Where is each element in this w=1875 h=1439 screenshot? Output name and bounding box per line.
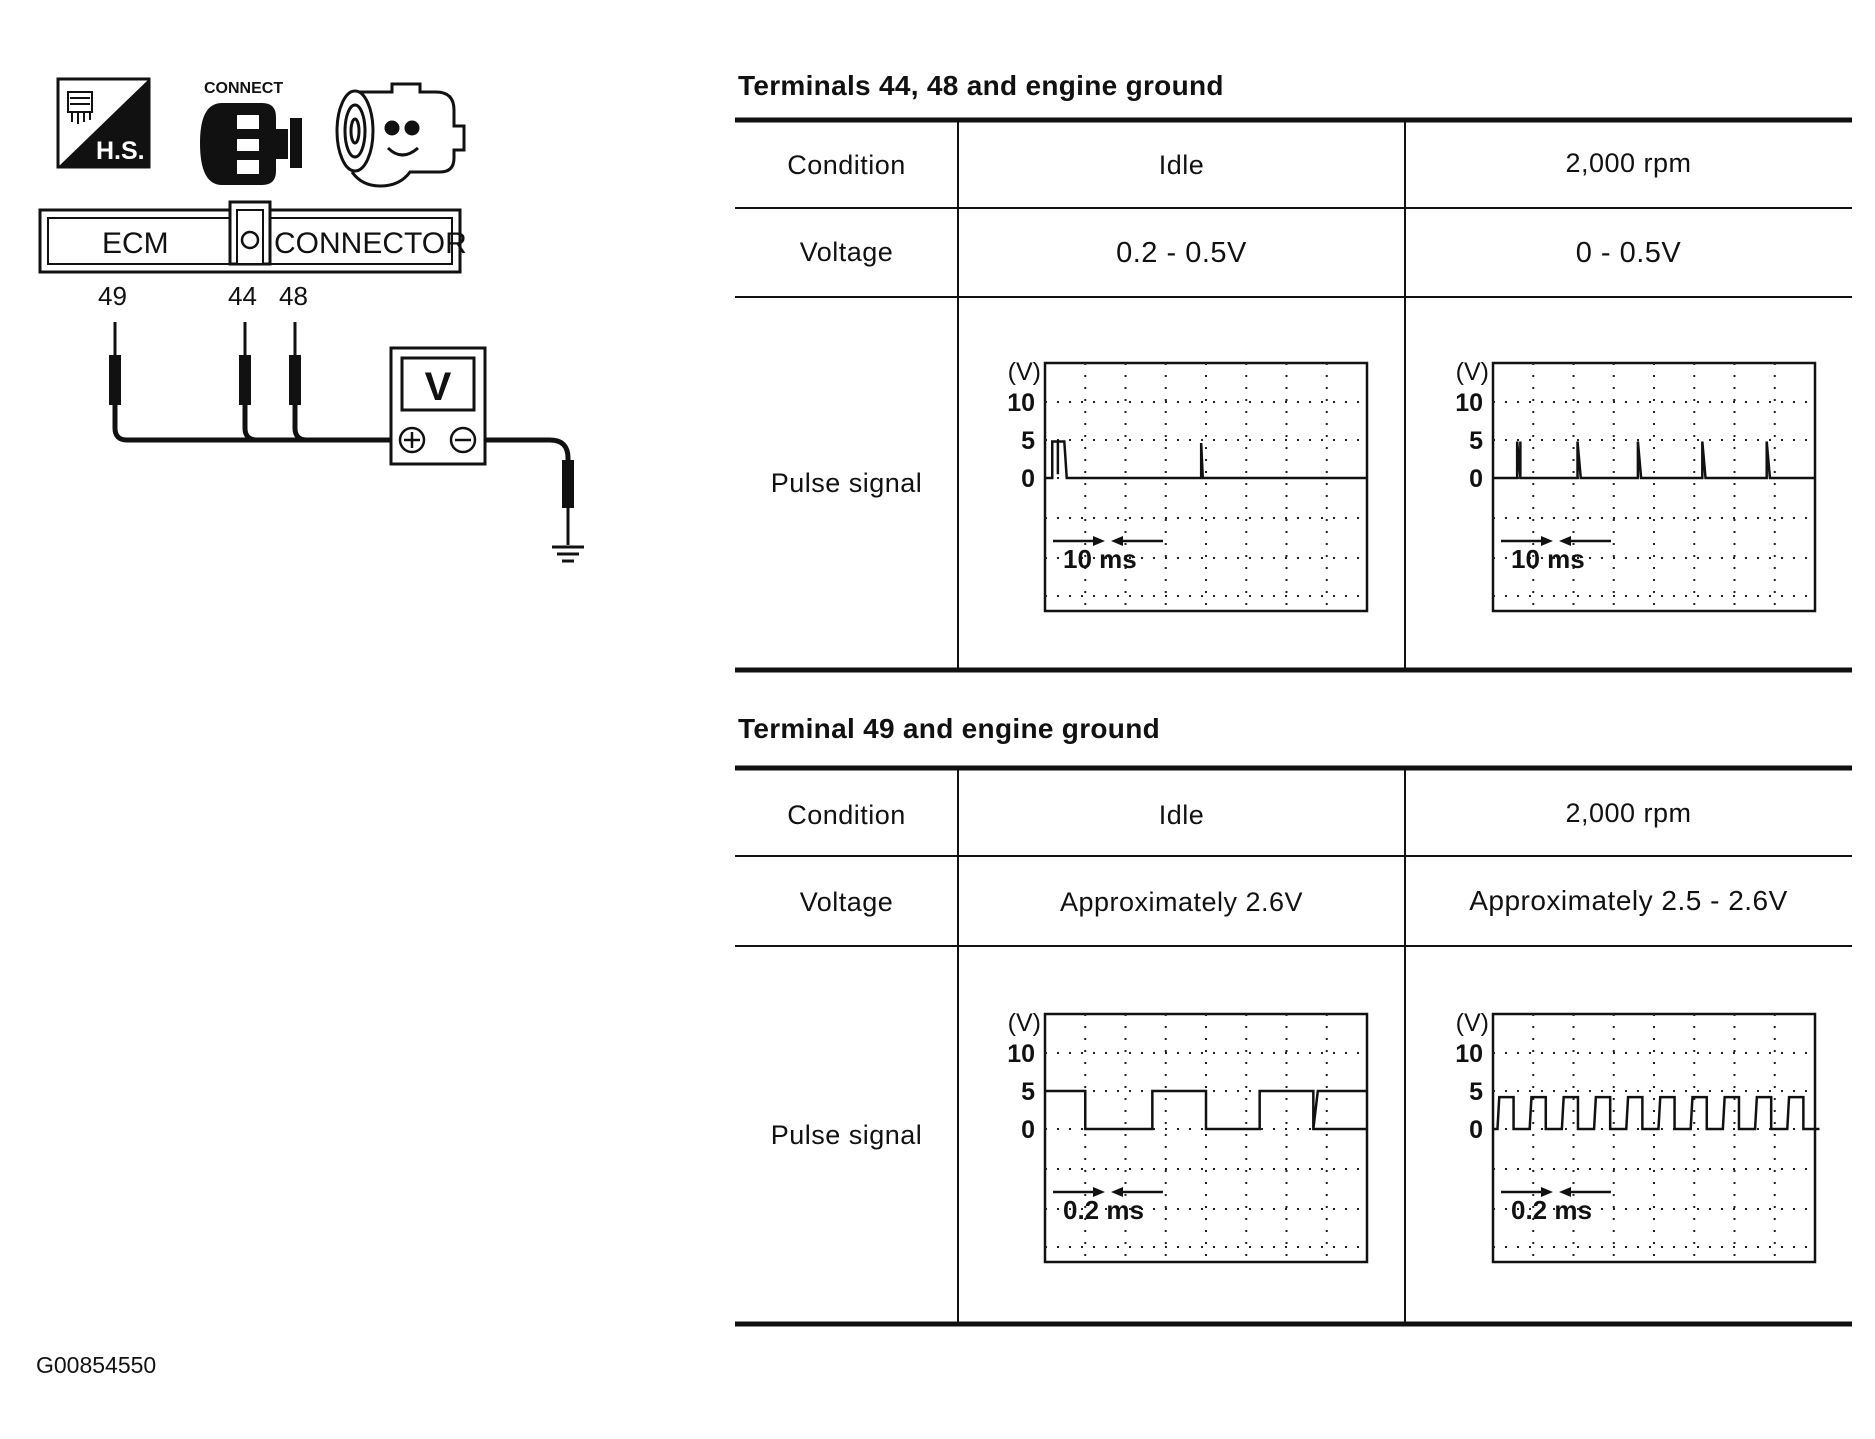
engine-sensor-icon	[335, 82, 466, 188]
terminal-44-label: 44	[228, 281, 257, 311]
voltmeter: V	[389, 346, 487, 466]
scope-t1-rpm: (V) 10 5 0 10 ms	[1455, 358, 1817, 613]
table1-rpm-header: 2,000 rpm	[1565, 148, 1692, 178]
table2-idle-header: Idle	[1158, 800, 1205, 830]
ecm-connector: ECM CONNECTOR	[38, 200, 467, 274]
scope-frame	[1043, 1012, 1369, 1264]
table2-voltage-idle: Approximately 2.6V	[1059, 887, 1304, 917]
scope-frame	[1491, 361, 1817, 613]
scale-arrowhead	[1093, 536, 1105, 546]
table1-grid	[735, 117, 1852, 673]
y-unit-label: (V)	[1456, 1009, 1489, 1037]
y-tick-label: 0	[1021, 1116, 1035, 1144]
scope-t2-idle: (V) 10 5 0 0.2 ms	[1007, 1009, 1369, 1264]
scale-arrowhead	[1559, 1187, 1571, 1197]
waveform-line	[1493, 441, 1815, 480]
terminal-49-label: 49	[98, 281, 127, 311]
y-tick-label: 10	[1455, 389, 1483, 417]
scope-frame	[1491, 1012, 1817, 1264]
y-tick-label: 0	[1469, 1116, 1483, 1144]
scale-arrowhead	[1093, 1187, 1105, 1197]
hot-state-icon: H.S.	[56, 77, 151, 169]
scale-arrowhead	[1111, 536, 1123, 546]
y-tick-label: 10	[1455, 1040, 1483, 1068]
y-unit-label: (V)	[1008, 1009, 1041, 1037]
scope-t1-idle: (V) 10 5 0 10 ms	[1007, 358, 1369, 613]
time-scale-label: 0.2 ms	[1511, 1195, 1592, 1225]
table1-voltage-rpm: 0 - 0.5V	[1575, 237, 1682, 269]
scope-t2-rpm: (V) 10 5 0 0.2 ms	[1455, 1009, 1820, 1264]
figure-id: G00854550	[36, 1352, 157, 1378]
probe-wires	[109, 322, 584, 563]
table2-rpm-header: 2,000 rpm	[1565, 798, 1692, 828]
waveform-line	[1045, 1089, 1367, 1131]
svg-text:CONNECTOR: CONNECTOR	[274, 227, 467, 260]
scale-arrowhead	[1111, 1187, 1123, 1197]
scale-arrowhead	[1541, 536, 1553, 546]
wiring-diagram: H.S. CONNECT ECM CONNECTOR 49 44 48	[38, 77, 584, 563]
svg-text:V: V	[425, 365, 452, 409]
time-scale-label: 0.2 ms	[1063, 1195, 1144, 1225]
waveform-line	[1493, 1095, 1820, 1131]
scale-arrowhead	[1559, 536, 1571, 546]
y-tick-label: 5	[1021, 1078, 1035, 1106]
time-scale-label: 10 ms	[1511, 544, 1585, 574]
svg-text:ECM: ECM	[102, 227, 169, 260]
table2-condition-label: Condition	[787, 800, 906, 830]
scale-arrowhead	[1541, 1187, 1553, 1197]
connect-icon: CONNECT	[200, 80, 302, 185]
y-unit-label: (V)	[1008, 358, 1041, 386]
y-tick-label: 5	[1469, 427, 1483, 455]
table2-voltage-rpm: Approximately 2.5 - 2.6V	[1469, 885, 1788, 916]
table2-pulse-label: Pulse signal	[770, 1120, 923, 1150]
scope-frame	[1043, 361, 1369, 613]
waveform-line	[1045, 440, 1367, 480]
time-scale-label: 10 ms	[1063, 544, 1137, 574]
y-tick-label: 0	[1469, 465, 1483, 493]
y-unit-label: (V)	[1456, 358, 1489, 386]
table2-grid	[735, 765, 1852, 1327]
table2-title: Terminal 49 and engine ground	[738, 713, 1161, 744]
svg-text:CONNECT: CONNECT	[204, 80, 283, 97]
table1-voltage-label: Voltage	[799, 237, 894, 267]
table1-condition-label: Condition	[787, 150, 906, 180]
svg-text:H.S.: H.S.	[96, 137, 145, 165]
table1-idle-header: Idle	[1158, 150, 1205, 180]
y-tick-label: 10	[1007, 1040, 1035, 1068]
table1-title: Terminals 44, 48 and engine ground	[738, 70, 1224, 101]
table1-voltage-idle: 0.2 - 0.5V	[1116, 237, 1247, 269]
y-tick-label: 5	[1021, 427, 1035, 455]
y-tick-label: 5	[1469, 1078, 1483, 1106]
y-tick-label: 0	[1021, 465, 1035, 493]
y-tick-label: 10	[1007, 389, 1035, 417]
table1-pulse-label: Pulse signal	[770, 468, 923, 498]
table2-voltage-label: Voltage	[799, 887, 894, 917]
terminal-48-label: 48	[279, 281, 308, 311]
